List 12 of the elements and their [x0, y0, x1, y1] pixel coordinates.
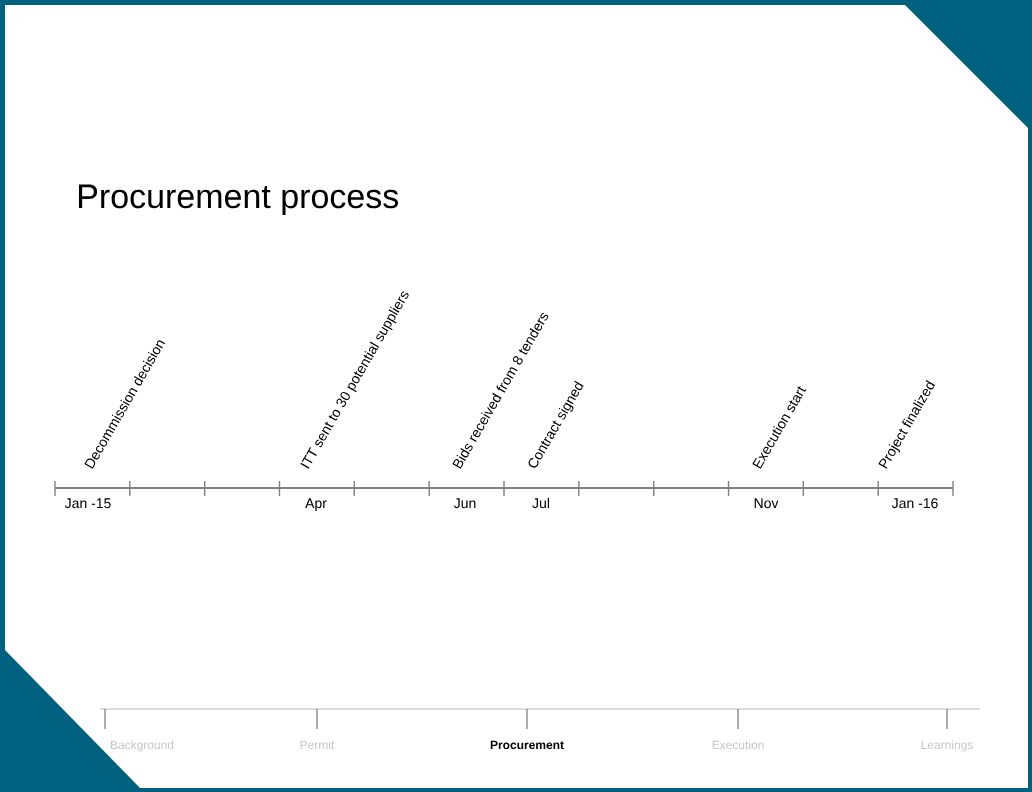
- month-label: Jan -15: [64, 498, 111, 509]
- slide-title: Procurement process: [79, 184, 399, 216]
- nav-label: Execution: [712, 740, 764, 750]
- month-label: Nov: [754, 498, 779, 509]
- nav-label: Background: [110, 740, 174, 752]
- nav-label: Permit: [300, 740, 335, 750]
- nav-label: Procurement: [490, 740, 564, 750]
- month-label: Apr: [305, 498, 327, 511]
- nav-label: Learnings: [921, 740, 973, 752]
- month-label: Jul: [532, 497, 550, 509]
- month-label: Jan -16: [891, 498, 938, 509]
- month-label: Jun: [453, 498, 476, 509]
